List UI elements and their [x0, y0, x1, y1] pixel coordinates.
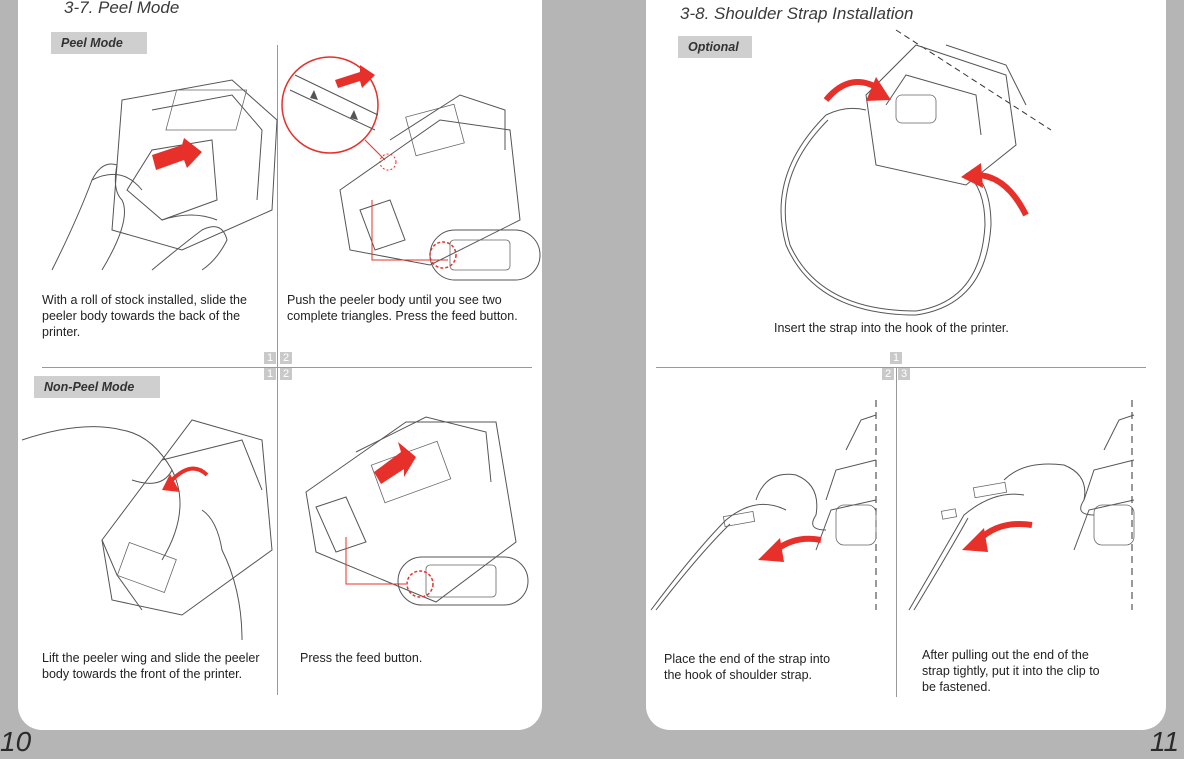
step-number: 2 — [882, 368, 894, 380]
red-arrow — [335, 65, 375, 88]
red-arrow — [374, 442, 416, 484]
step-number: 3 — [898, 368, 910, 380]
shoulder-strap-illustration — [780, 29, 1052, 316]
caption-strap-step1: Insert the strap into the hook of the pr… — [774, 321, 1009, 335]
shoulder-strap-illustration — [908, 400, 1135, 611]
middle-divider — [656, 367, 1146, 368]
center-divider — [896, 367, 897, 697]
section-title-peel-mode: 3-7. Peel Mode — [64, 0, 180, 17]
caption-step4: Press the feed button. — [300, 651, 423, 665]
caption-strap-step3: After pulling out the end of the strap t… — [922, 648, 1100, 694]
peel-mode-tag: Peel Mode — [51, 32, 147, 54]
red-arrow — [774, 535, 822, 553]
caption-step2: Push the peeler body until you see two c… — [287, 293, 518, 323]
step-number: 1 — [890, 352, 902, 364]
page-number-right: 11 — [1150, 726, 1180, 757]
middle-divider — [42, 367, 532, 368]
step-number: 2 — [280, 368, 292, 380]
caption-step1: With a roll of stock installed, slide th… — [42, 293, 247, 339]
step-number: 2 — [280, 352, 292, 364]
left-page-card: 3-7. Peel Mode Peel Mode 1 2 1 2 With — [18, 0, 542, 730]
red-arrow — [170, 466, 209, 482]
non-peel-mode-tag: Non-Peel Mode — [34, 376, 160, 398]
caption-step3: Lift the peeler wing and slide the peele… — [42, 651, 260, 681]
center-divider — [277, 45, 278, 695]
printer-illustration — [21, 419, 273, 641]
feed-button-highlight — [429, 241, 457, 269]
printer-illustration — [51, 79, 278, 271]
red-arrow — [152, 138, 202, 170]
printer-illustration — [281, 56, 541, 281]
step-number: 1 — [264, 368, 276, 380]
caption-strap-step2: Place the end of the strap into the hook… — [664, 652, 831, 682]
right-page-card: 3-8. Shoulder Strap Installation Optiona… — [646, 0, 1166, 730]
optional-tag: Optional — [678, 36, 752, 58]
section-title-shoulder-strap: 3-8. Shoulder Strap Installation — [680, 4, 914, 23]
page-number-left: 10 — [0, 726, 32, 757]
step-number: 1 — [264, 352, 276, 364]
shoulder-strap-illustration — [650, 400, 877, 611]
red-arrow — [976, 521, 1033, 543]
feed-button-highlight — [406, 570, 434, 598]
printer-illustration — [305, 416, 529, 606]
